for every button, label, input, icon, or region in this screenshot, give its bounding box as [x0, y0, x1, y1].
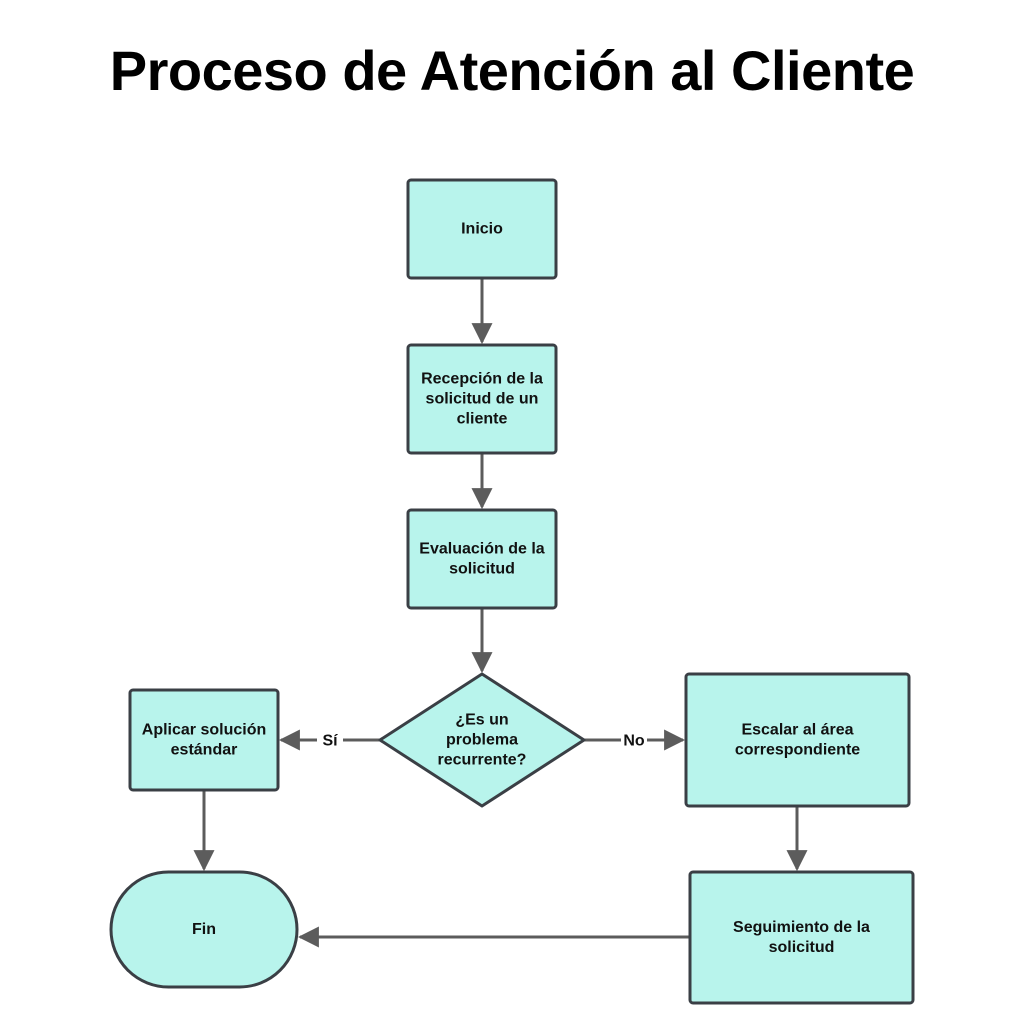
- process-box: [406, 343, 558, 455]
- diagram-title: Proceso de Atención al Cliente: [109, 39, 915, 102]
- process-box: [406, 508, 558, 610]
- edge-label: No: [623, 733, 645, 750]
- node-aplicar: Aplicar solución estándar: [128, 688, 280, 792]
- node-label-line: estándar: [171, 742, 238, 759]
- node-label-line: Fin: [192, 921, 216, 938]
- node-label-line: solicitud de un: [426, 391, 539, 408]
- node-label-line: Inicio: [461, 221, 503, 238]
- terminator-shape: [109, 870, 299, 989]
- node-escalar: Escalar al área correspondiente: [684, 672, 911, 808]
- node-seguimiento: Seguimiento de la solicitud: [688, 870, 915, 1005]
- node-label-line: solicitud: [769, 939, 835, 956]
- edge-decision-to-escalar: No: [584, 729, 686, 752]
- node-label-line: ¿Es un: [455, 712, 508, 729]
- decision-diamond: [378, 672, 586, 808]
- edge-decision-to-aplicar: Sí: [278, 729, 380, 752]
- node-label-line: Aplicar solución: [142, 722, 266, 739]
- node-label-line: Recepción de la: [421, 371, 543, 388]
- process-box: [688, 870, 915, 1005]
- node-recepcion: Recepción de la solicitud de un cliente: [406, 343, 558, 455]
- node-evaluacion: Evaluación de la solicitud: [406, 508, 558, 610]
- process-box: [406, 178, 558, 280]
- node-fin: Fin: [109, 870, 299, 989]
- process-box: [128, 688, 280, 792]
- node-decision: ¿Es un problema recurrente?: [378, 672, 586, 808]
- node-label-line: cliente: [457, 411, 508, 428]
- process-box: [684, 672, 911, 808]
- edge-label: Sí: [322, 733, 338, 750]
- node-label-line: problema: [446, 732, 518, 749]
- node-label-line: Seguimiento de la: [733, 919, 870, 936]
- edge-label-background: [317, 730, 343, 752]
- node-label-line: correspondiente: [735, 742, 860, 759]
- node-inicio: Inicio: [406, 178, 558, 280]
- node-label-line: recurrente?: [438, 752, 527, 769]
- edge-label-background: [621, 730, 647, 752]
- node-label-line: Escalar al área: [741, 722, 853, 739]
- node-label-line: Evaluación de la: [419, 541, 544, 558]
- node-label-line: solicitud: [449, 561, 515, 578]
